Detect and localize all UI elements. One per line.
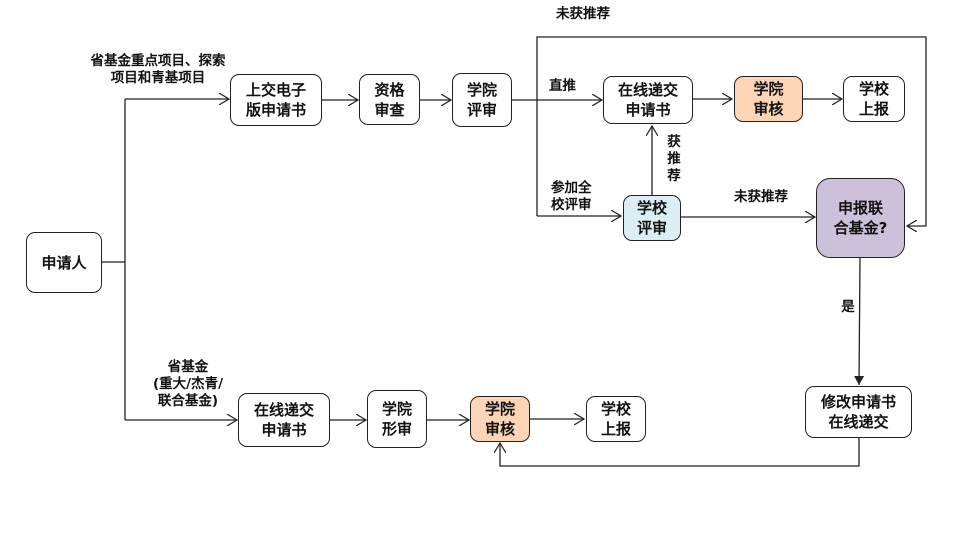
label-branch-top: 省基金重点项目、探索 项目和青基项目 (90, 53, 226, 86)
edge-yes (854, 257, 865, 386)
node-applicant[interactable]: 申请人 (26, 232, 102, 293)
edge-branch-vertical (536, 36, 927, 226)
node-school-evaluation[interactable]: 学校 评审 (623, 195, 681, 241)
label-not-recommended-mid: 未获推荐 (734, 189, 788, 205)
label-direct-recommend: 直推 (549, 78, 576, 94)
label-branch-bottom: 省基金 (重大/杰青/ 联合基金) (152, 359, 224, 409)
node-online-submit-top[interactable]: 在线递交 申请书 (603, 76, 693, 124)
node-joint-fund-decision[interactable]: 申报联 合基金? (816, 178, 905, 258)
node-college-evaluation[interactable]: 学院 评审 (452, 73, 512, 127)
node-college-format-review[interactable]: 学院 形审 (367, 390, 427, 448)
node-school-report-bottom[interactable]: 学校 上报 (586, 396, 646, 442)
label-recommended: 获 推 荐 (667, 134, 681, 184)
node-college-review-top[interactable]: 学院 审核 (734, 76, 803, 122)
node-submit-electronic[interactable]: 上交电子 版申请书 (230, 74, 322, 126)
label-yes: 是 (841, 299, 855, 315)
edge-revise-back (500, 438, 860, 467)
label-not-recommended-top: 未获推荐 (556, 6, 610, 22)
node-school-report-top[interactable]: 学校 上报 (843, 76, 905, 122)
node-college-review-bottom[interactable]: 学院 审核 (470, 396, 530, 442)
node-online-submit-bottom[interactable]: 在线递交 申请书 (238, 393, 330, 447)
label-join-school-review: 参加全 校评审 (551, 180, 592, 213)
node-qualification-check[interactable]: 资格 审查 (359, 74, 420, 125)
node-revise-resubmit[interactable]: 修改申请书 在线递交 (805, 386, 912, 438)
